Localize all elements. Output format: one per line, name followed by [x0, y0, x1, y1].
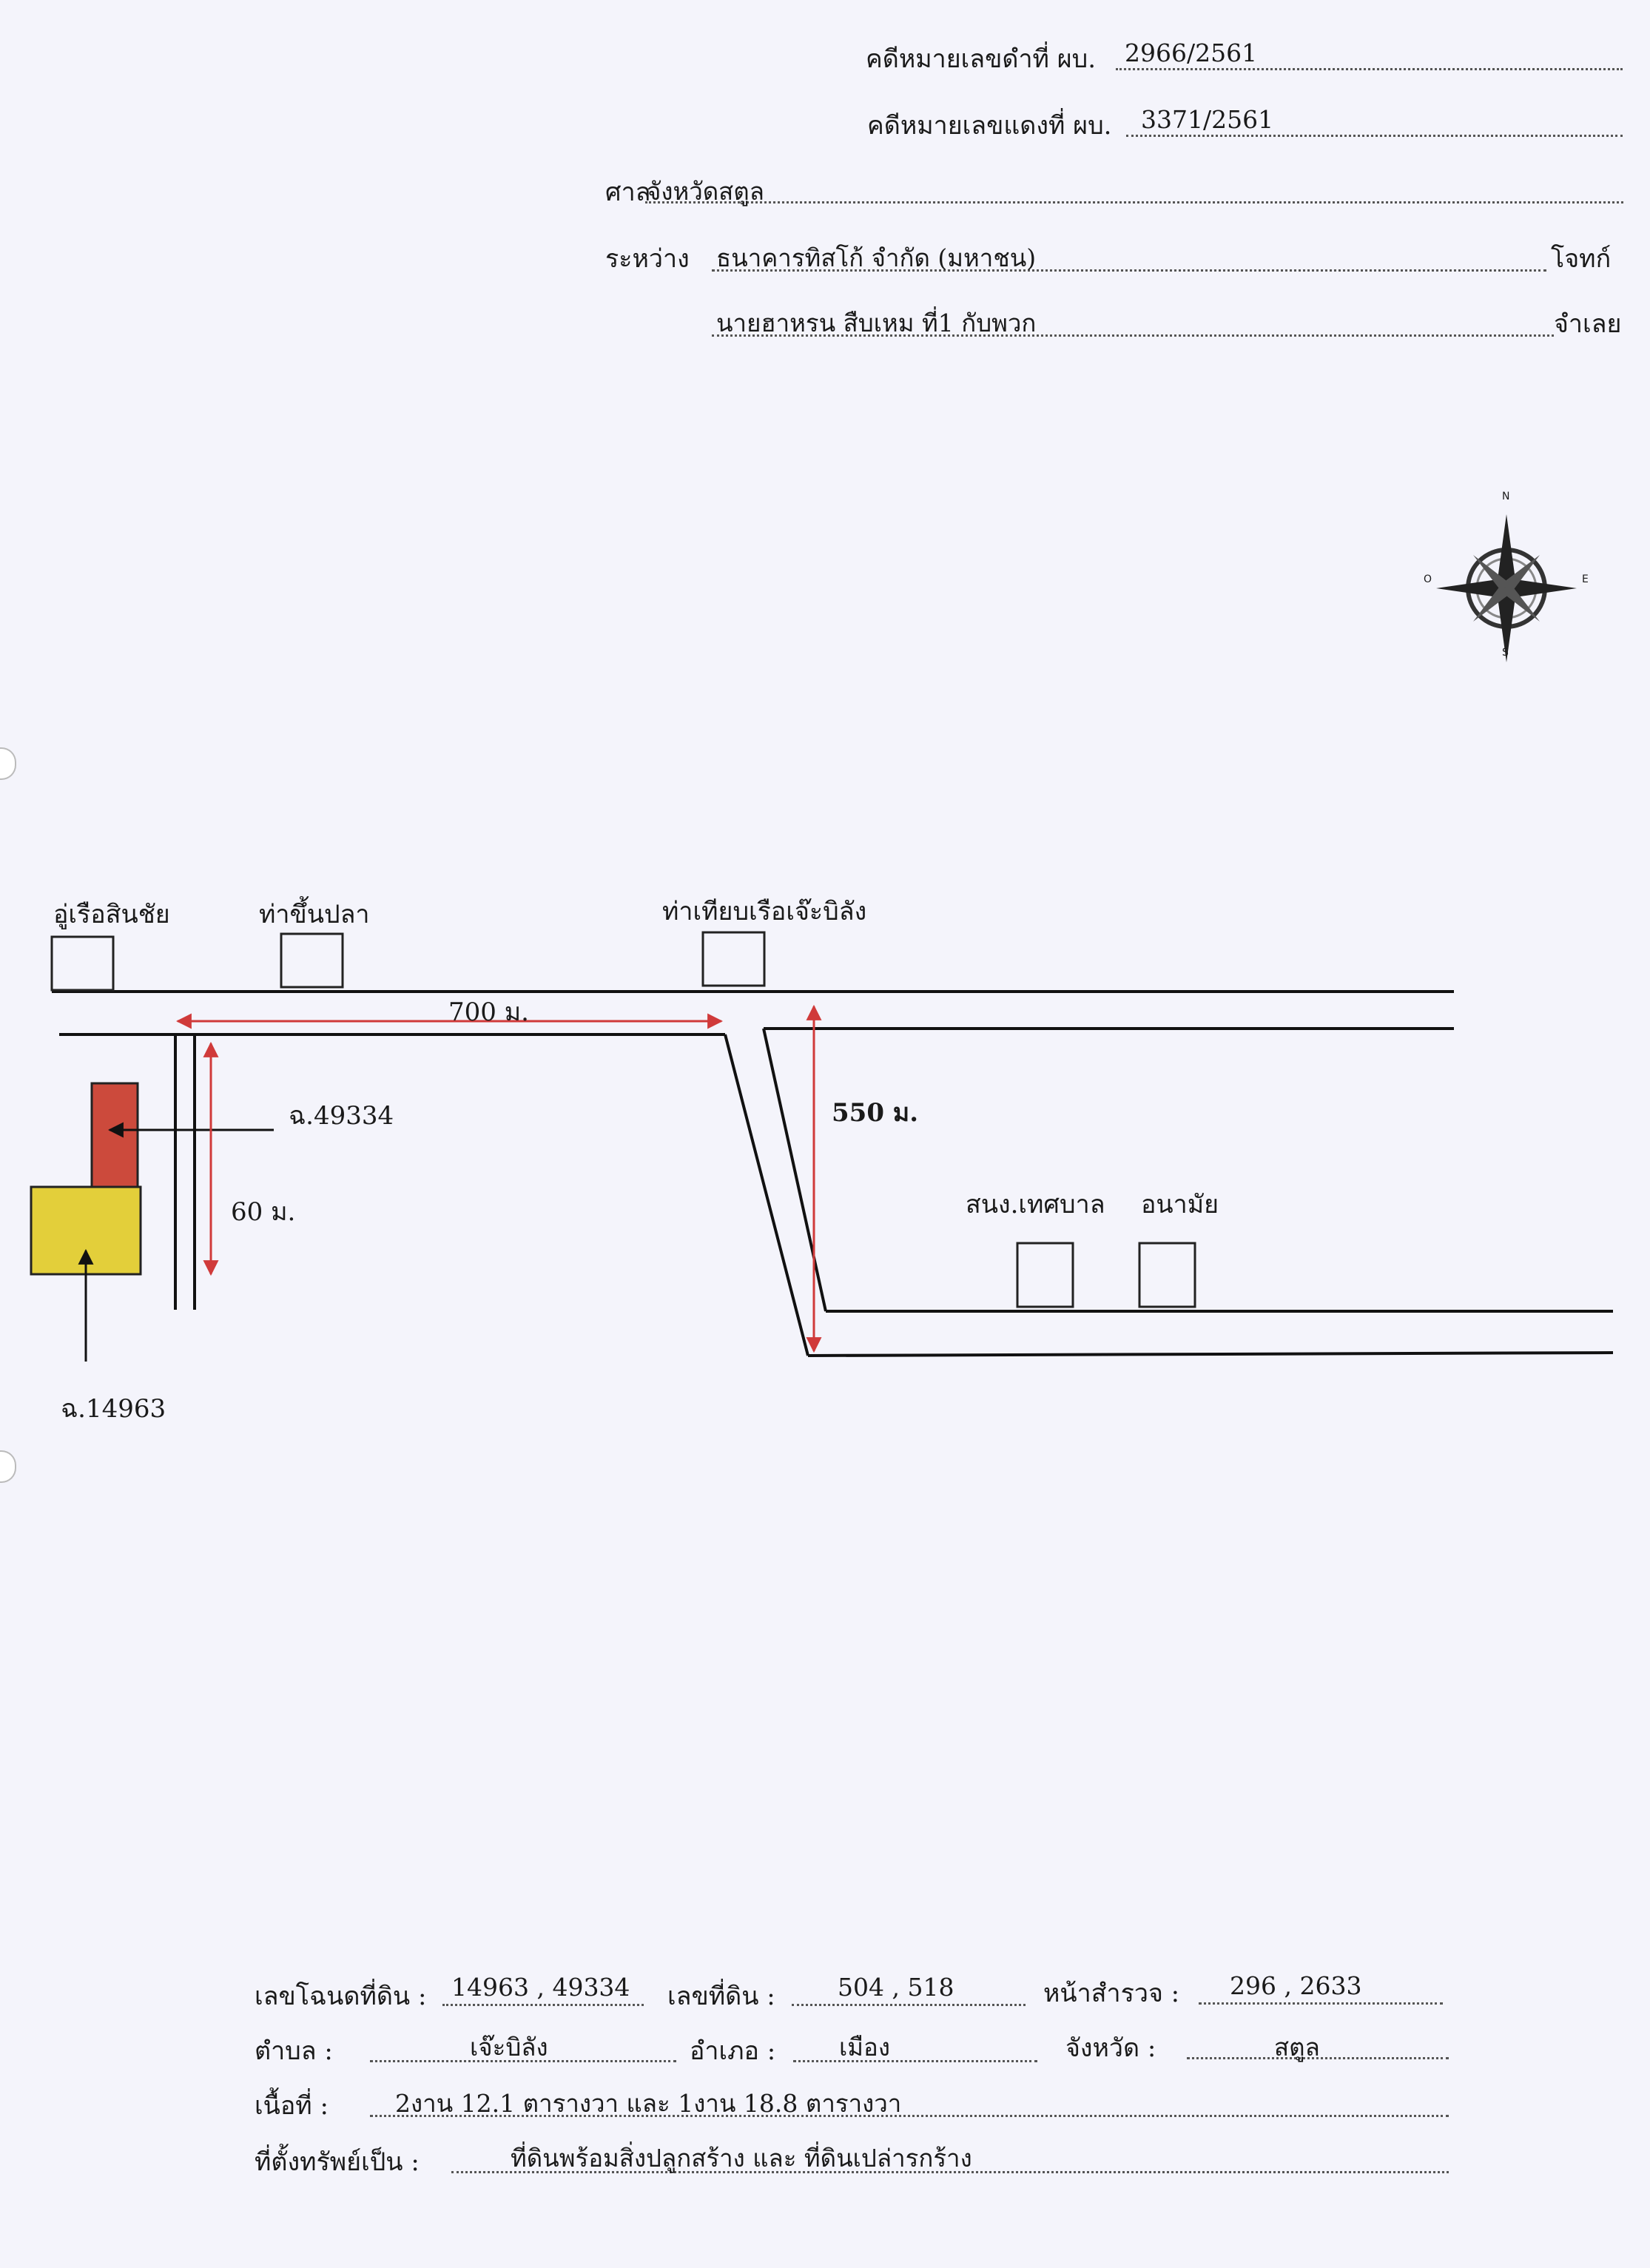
- area-value: 2งาน 12.1 ตารางวา และ 1งาน 18.8 ตารางวา: [395, 2089, 902, 2118]
- compass-rose-icon: [1436, 514, 1577, 662]
- compass-west-label: O: [1424, 573, 1432, 585]
- property-value: ที่ดินพร้อมสิ่งปลูกสร้าง และ ที่ดินเปล่า…: [511, 2144, 972, 2173]
- parcel-49334-label: ฉ.49334: [289, 1101, 394, 1131]
- district-line: [793, 2060, 1037, 2062]
- province-line: [1187, 2057, 1449, 2059]
- province-label: จังหวัด :: [1065, 2033, 1156, 2063]
- court-line: [645, 201, 1623, 203]
- subdistrict-line: [370, 2060, 676, 2062]
- compass-north-label: N: [1502, 491, 1510, 502]
- health-center-label: อนามัย: [1141, 1190, 1219, 1219]
- subdistrict-label: ตำบล :: [255, 2036, 333, 2066]
- boat-yard-box: [50, 935, 115, 992]
- deed-label: เลขโฉนดที่ดิน :: [255, 1982, 427, 2011]
- fish-pier-label: ท่าขึ้นปลา: [259, 900, 370, 929]
- main-road: [52, 990, 1454, 1036]
- compass-east-label: E: [1582, 573, 1589, 585]
- jebilang-pier-label: ท่าเทียบเรือเจ๊ะบิลัง: [662, 897, 867, 926]
- municipal-office-box: [1016, 1242, 1074, 1308]
- parcel-49334-plot: [90, 1082, 139, 1188]
- district-label: อำเภอ :: [690, 2036, 776, 2066]
- court-value: จังหวัดสตูล: [647, 177, 764, 206]
- black-case-number: 2966/2561: [1125, 38, 1258, 67]
- boat-yard-label: อู่เรือสินชัย: [53, 900, 170, 929]
- defendant-line: [712, 334, 1554, 337]
- defendant-role: จำเลย: [1554, 309, 1622, 339]
- area-line: [370, 2115, 1449, 2117]
- deed-value: 14963 , 49334: [451, 1973, 630, 2002]
- plaintiff-name: ธนาคารทิสโก้ จำกัด (มหาชน): [716, 243, 1037, 272]
- municipal-office-label: สนง.เทศบาล: [966, 1190, 1105, 1219]
- red-case-label: คดีหมายเลขแดงที่ ผบ.: [867, 111, 1112, 141]
- district-value: เมือง: [839, 2033, 890, 2062]
- between-label: ระหว่าง: [605, 244, 690, 274]
- black-case-line: [1116, 68, 1623, 70]
- distance-60-label: 60 ม.: [231, 1197, 296, 1227]
- fish-pier-box: [280, 932, 344, 989]
- distance-700-label: 700 ม.: [448, 997, 529, 1027]
- jebilang-pier-box: [701, 931, 766, 987]
- property-label: ที่ตั้งทรัพย์เป็น :: [255, 2147, 420, 2177]
- survey-line: [1199, 2002, 1443, 2005]
- area-label: เนื้อที่ :: [255, 2091, 329, 2121]
- land-no-line: [792, 2004, 1026, 2006]
- parcel-14963-label: ฉ.14963: [61, 1394, 166, 1424]
- distance-550-label: 550 ม.: [832, 1098, 919, 1128]
- province-value: สตูล: [1274, 2033, 1320, 2062]
- property-line: [451, 2171, 1449, 2173]
- compass-south-label: S: [1502, 647, 1509, 659]
- red-case-line: [1126, 135, 1623, 137]
- subdistrict-value: เจ๊ะบิลัง: [470, 2033, 548, 2062]
- defendant-name: นายฮาหรน สืบเหม ที่1 กับพวก: [716, 309, 1037, 337]
- red-case-number: 3371/2561: [1141, 105, 1274, 134]
- survey-value: 296 , 2633: [1230, 1971, 1362, 2000]
- deed-line: [442, 2004, 644, 2006]
- black-case-label: คดีหมายเลขดำที่ ผบ.: [866, 44, 1097, 74]
- court-label: ศาล: [605, 178, 651, 207]
- survey-label: หน้าสำรวจ :: [1043, 1979, 1180, 2008]
- plaintiff-role: โจทก์: [1551, 244, 1612, 274]
- plaintiff-line: [712, 269, 1546, 272]
- land-no-label: เลขที่ดิน :: [667, 1982, 775, 2011]
- side-road: [174, 1034, 196, 1310]
- health-center-box: [1138, 1242, 1196, 1308]
- land-no-value: 504 , 518: [838, 1973, 954, 2002]
